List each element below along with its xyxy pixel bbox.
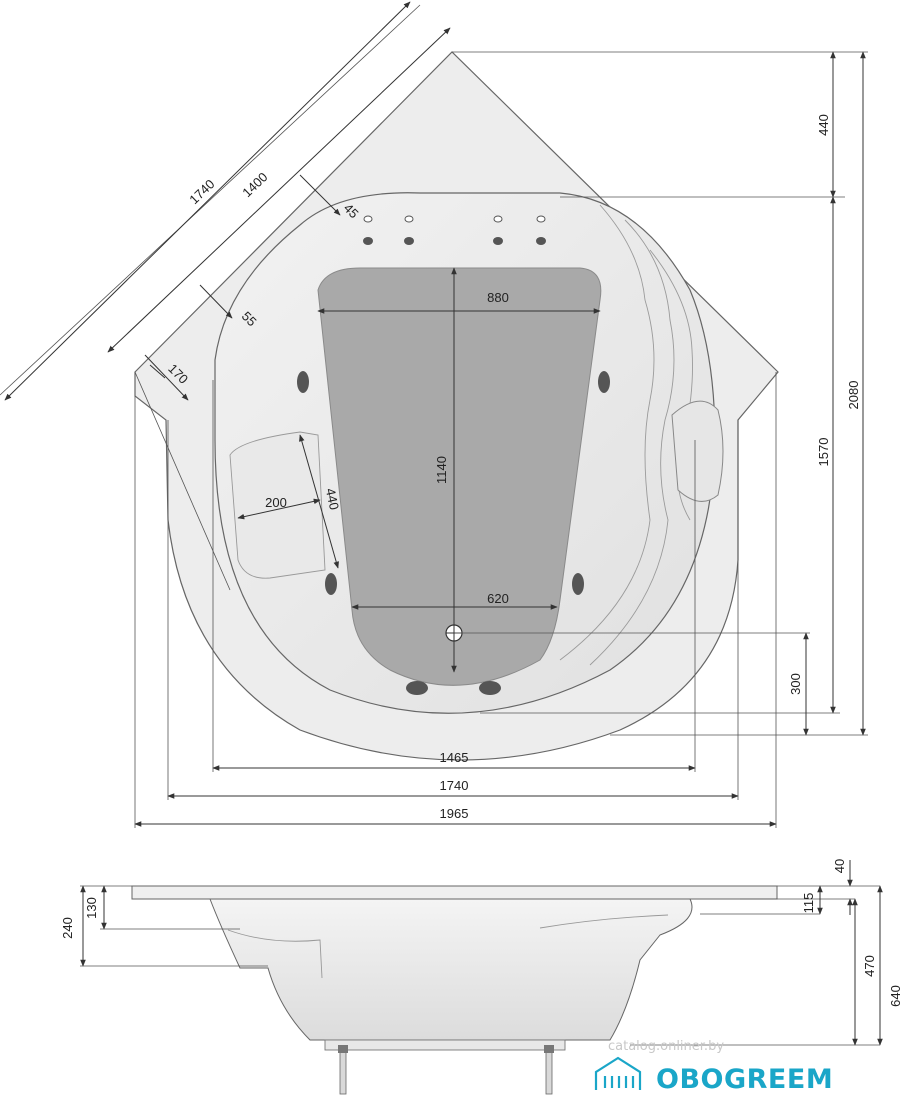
air-jet <box>536 237 546 245</box>
dim-2080: 2080 <box>846 381 861 410</box>
dim-240: 240 <box>60 917 75 939</box>
air-jet <box>363 237 373 245</box>
side-base <box>324 1039 566 1051</box>
dim-1400-diag: 1400 <box>239 169 270 200</box>
jet <box>598 371 610 393</box>
side-view: 240 130 40 115 470 640 <box>60 859 903 1095</box>
air-jet <box>493 237 503 245</box>
side-dimension-lines <box>80 860 883 1046</box>
air-jet <box>404 237 414 245</box>
jet <box>406 681 428 695</box>
side-labels: 240 130 40 115 470 640 <box>60 859 903 1007</box>
dim-880: 880 <box>487 290 509 305</box>
dim-440-top: 440 <box>816 114 831 136</box>
dimension-lines <box>4 1 866 827</box>
side-rim <box>131 885 778 900</box>
watermark-text: catalog.onliner.by <box>608 1039 724 1054</box>
dim-1140: 1140 <box>434 456 449 484</box>
dim-1465: 1465 <box>440 750 469 765</box>
dim-115: 115 <box>801 893 816 914</box>
side-detail <box>539 914 669 929</box>
dim-130: 130 <box>84 897 99 919</box>
air-jet <box>404 215 414 223</box>
jet <box>297 371 309 393</box>
headrest <box>671 400 724 502</box>
dim-1740-diag: 1740 <box>186 176 217 207</box>
side-extension-lines <box>80 885 880 1046</box>
air-jet <box>536 215 546 223</box>
dim-1740: 1740 <box>440 778 469 793</box>
air-jet <box>493 215 503 223</box>
jet <box>479 681 501 695</box>
brand-name: OBOGREEM <box>656 1064 833 1095</box>
contour-line <box>589 219 675 666</box>
side-detail <box>227 929 323 979</box>
brand-logo: OBOGREEM <box>594 1056 833 1095</box>
dim-440-seat: 440 <box>323 487 342 511</box>
dim-200: 200 <box>265 495 287 510</box>
dim-620: 620 <box>487 591 509 606</box>
dim-1965: 1965 <box>440 806 469 821</box>
jet <box>325 573 337 595</box>
plan-view: 1740 1400 45 55 170 880 1140 200 440 620… <box>0 1 868 828</box>
dim-300: 300 <box>788 673 803 695</box>
jet <box>572 573 584 595</box>
dim-640: 640 <box>888 985 903 1007</box>
dim-470: 470 <box>862 955 877 977</box>
side-body <box>209 898 693 1041</box>
air-jet <box>363 215 373 223</box>
contour-line <box>559 204 655 661</box>
house-icon <box>594 1056 642 1090</box>
legs <box>338 1045 554 1095</box>
dim-40: 40 <box>832 859 847 873</box>
dim-1570: 1570 <box>816 438 831 467</box>
